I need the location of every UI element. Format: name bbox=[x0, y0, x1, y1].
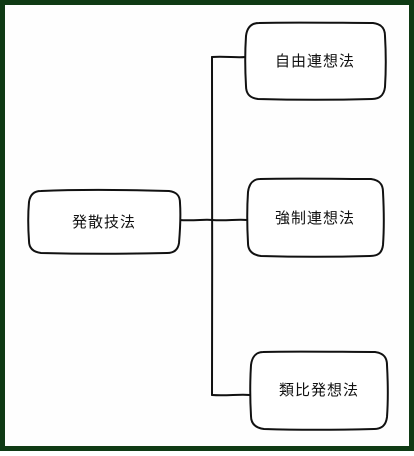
root-connector bbox=[178, 218, 213, 222]
child-node-3: 類比発想法 bbox=[249, 350, 389, 431]
child-node-1-label: 自由連想法 bbox=[275, 52, 355, 70]
root-node: 発散技法 bbox=[27, 188, 182, 255]
child-node-2: 強制連想法 bbox=[246, 177, 385, 258]
branch-connector-1 bbox=[211, 55, 246, 59]
root-node-box bbox=[27, 188, 182, 255]
mind-map-diagram: 発散技法 自由連想法 強制連想法 類比発想法 bbox=[27, 21, 389, 431]
child-node-2-box bbox=[246, 177, 385, 258]
connectors bbox=[178, 55, 251, 397]
root-node-label: 発散技法 bbox=[72, 213, 136, 231]
branch-connector-3 bbox=[211, 393, 251, 397]
child-node-1: 自由連想法 bbox=[244, 21, 387, 101]
child-node-2-label: 強制連想法 bbox=[275, 209, 355, 227]
trunk-line bbox=[210, 56, 214, 396]
child-node-1-box bbox=[244, 21, 387, 101]
child-node-3-box bbox=[249, 350, 389, 431]
child-node-3-label: 類比発想法 bbox=[279, 381, 359, 399]
branch-connector-2 bbox=[211, 218, 248, 222]
